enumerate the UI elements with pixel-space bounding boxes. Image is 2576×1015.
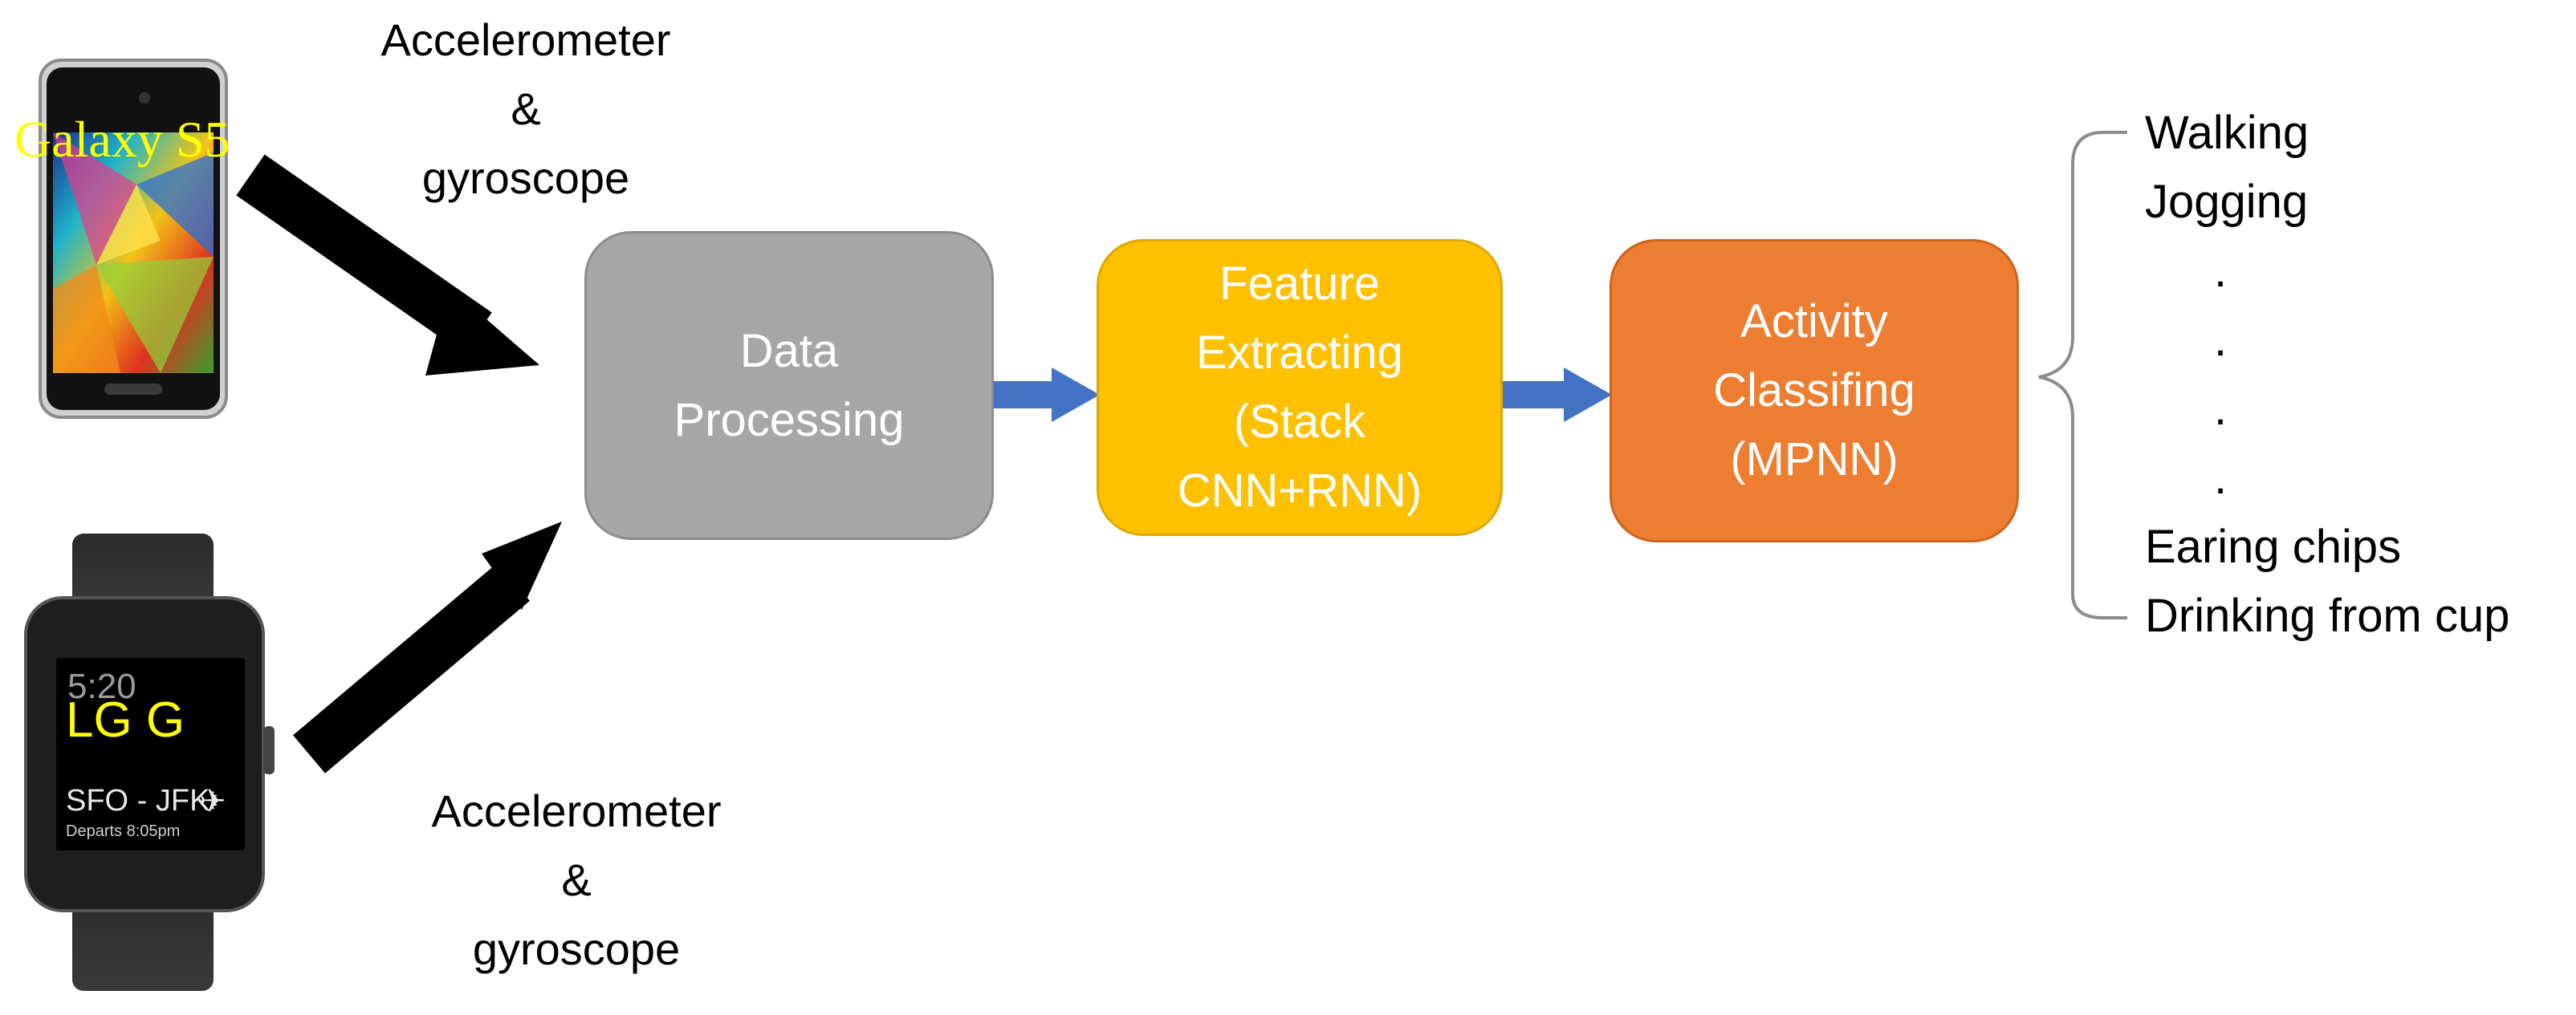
ellipsis-dot-3: .: [2214, 383, 2228, 435]
watch-device: 5:20 SFO - JFK ✈ Departs 8:05pm: [24, 534, 275, 991]
activity-classifing-label: Activity Classifing (MPNN): [1713, 295, 1915, 485]
activity-item-earing-chips: Earing chips: [2145, 521, 2402, 573]
watch-input-arrow: [293, 522, 562, 773]
phone-sensor-line-2: &: [511, 83, 541, 134]
feature-extracting-label: Feature Extracting (Stack CNN+RNN): [1177, 258, 1422, 517]
phone-sensor-label: Accelerometer & gyroscope: [317, 6, 735, 213]
activity-classifing-box: Activity Classifing (MPNN): [1609, 239, 2019, 542]
plane-icon: ✈: [199, 783, 226, 820]
phone-device-label: Galaxy S5: [14, 111, 230, 168]
watch-sensor-label: Accelerometer & gyroscope: [368, 777, 785, 984]
phone-input-arrow: [236, 154, 539, 376]
watch-sensor-line-1: Accelerometer: [431, 786, 722, 836]
watch-route: SFO - JFK: [66, 784, 210, 818]
ellipsis-dot-1: .: [2214, 245, 2228, 297]
watch-time: 5:20: [67, 667, 136, 706]
pipeline-arrow-2: [1503, 367, 1612, 422]
ellipsis-dot-4: .: [2214, 452, 2228, 504]
data-processing-box: Data Processing: [584, 231, 994, 540]
activity-item-walking: Walking: [2145, 107, 2309, 159]
activity-list: Walking Jogging . . . . Earing chips Dri…: [2145, 99, 2570, 651]
watch-detail: Departs 8:05pm: [66, 822, 180, 840]
watch-sensor-line-3: gyroscope: [472, 924, 681, 974]
activity-item-drinking-from-cup: Drinking from cup: [2145, 590, 2510, 642]
ellipsis-dot-2: .: [2214, 314, 2228, 366]
pipeline-arrow-1: [994, 367, 1100, 422]
phone-device: [39, 59, 228, 419]
output-brace: [2038, 131, 2127, 619]
activity-item-jogging: Jogging: [2145, 176, 2309, 228]
feature-extracting-box: Feature Extracting (Stack CNN+RNN): [1097, 239, 1503, 536]
watch-device-label: LG G: [66, 692, 185, 748]
phone-sensor-line-3: gyroscope: [421, 152, 630, 203]
watch-sensor-line-2: &: [561, 855, 592, 905]
phone-sensor-line-1: Accelerometer: [380, 14, 671, 65]
data-processing-label: Data Processing: [674, 324, 905, 446]
